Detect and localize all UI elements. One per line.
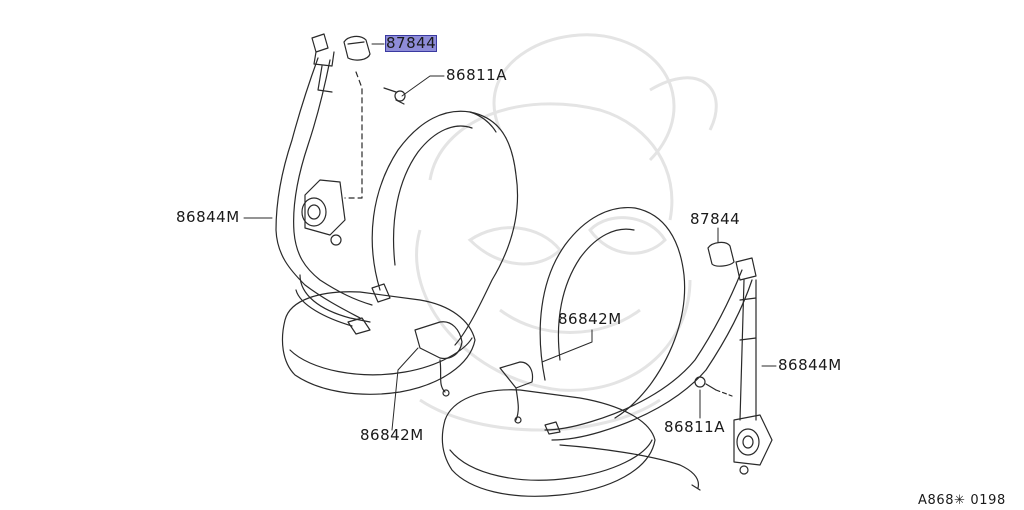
part-label-86844M-left[interactable]: 86844M — [176, 208, 240, 226]
bolt-86811A-left — [383, 87, 406, 105]
left-seat-cushion — [281, 291, 476, 395]
watermark-emblem — [415, 33, 718, 432]
part-label-87844-top[interactable]: 87844 — [384, 34, 438, 52]
right-belt-webbing — [544, 269, 743, 431]
part-label-86811A-top[interactable]: 86811A — [446, 66, 507, 84]
part-label-86842M-bottom[interactable]: 86842M — [360, 426, 424, 444]
right-retractor — [733, 414, 773, 466]
left-seat — [275, 33, 519, 397]
bolt-86811A-right — [694, 376, 717, 391]
left-belt-webbing — [275, 57, 361, 319]
part-label-87844-right[interactable]: 87844 — [690, 210, 741, 228]
left-seat-back — [371, 110, 519, 346]
part-label-86811A-right[interactable]: 86811A — [664, 418, 725, 436]
cover-87844-right — [707, 241, 735, 267]
right-seat — [441, 206, 773, 497]
right-seat-back — [539, 206, 686, 419]
right-buckle — [499, 361, 534, 389]
left-retractor — [304, 179, 346, 236]
diagram-code: A868✳ 0198 — [918, 493, 1006, 508]
cover-87844-left — [343, 35, 371, 61]
part-label-86842M-mid[interactable]: 86842M — [558, 310, 622, 328]
leader-lines — [243, 43, 777, 431]
left-buckle — [414, 321, 463, 360]
part-label-86844M-right[interactable]: 86844M — [778, 356, 842, 374]
right-seat-cushion — [441, 389, 656, 497]
